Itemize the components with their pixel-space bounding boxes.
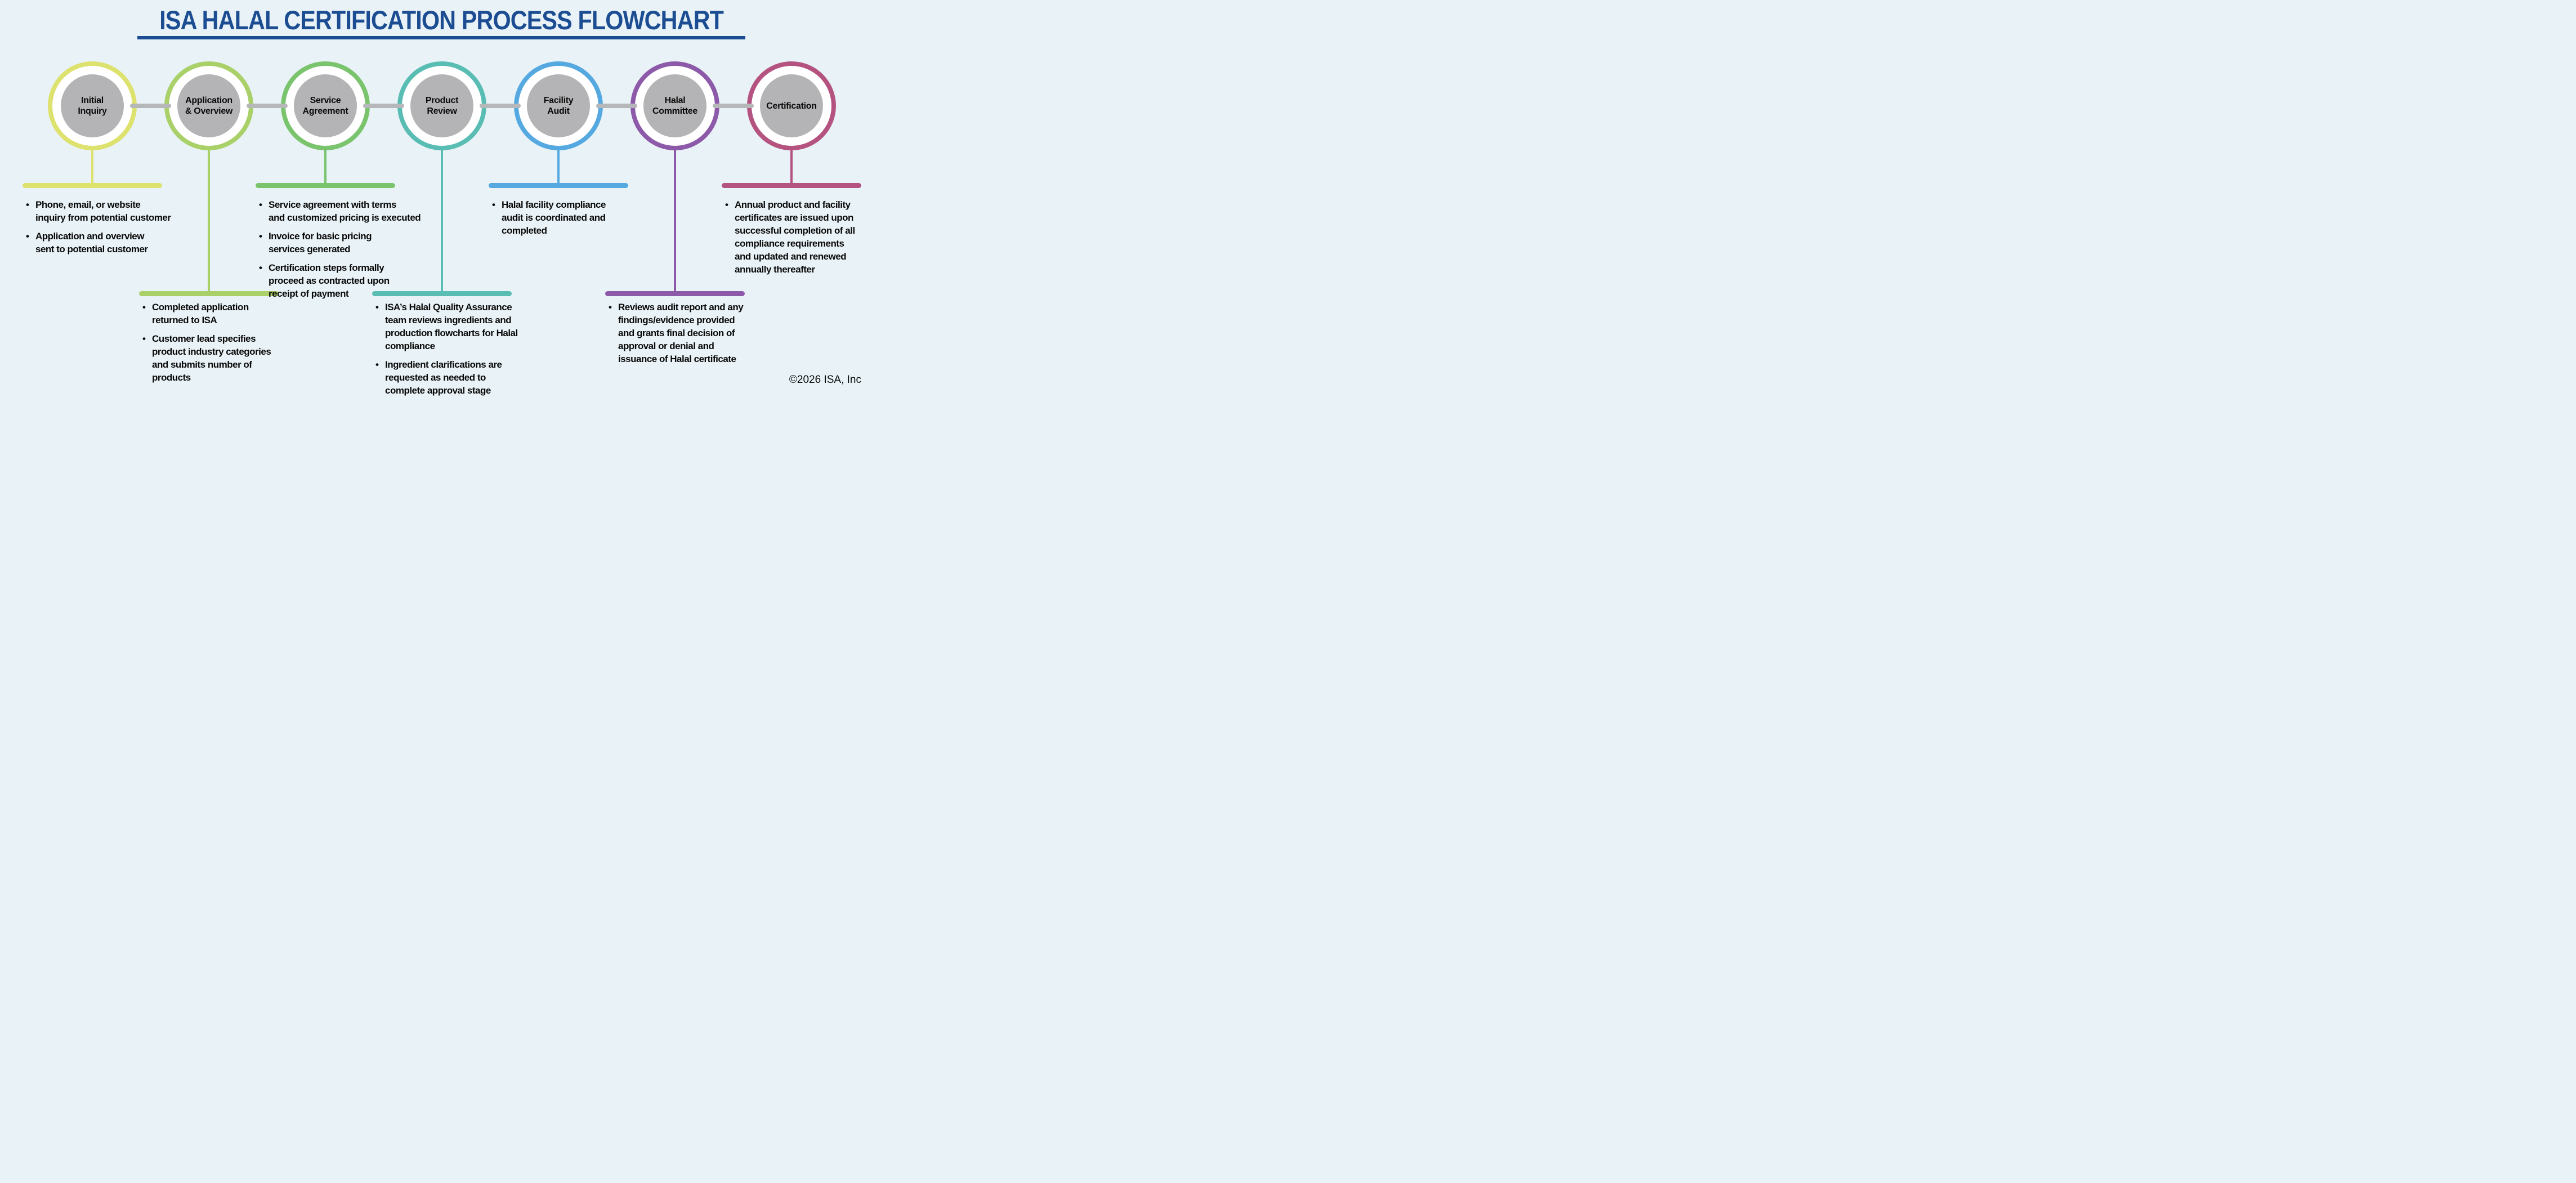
stem-line [91,141,93,186]
bullet-marker: • [142,302,146,313]
bullet-marker: • [492,199,495,210]
bullet-item: • Service agreement with terms and custom… [259,198,445,224]
stem-line [557,141,560,186]
stage-label: Application & Overview [185,96,233,116]
bullet-marker: • [26,231,29,242]
bullet-marker: • [259,262,262,273]
page-title-text: ISA HALAL CERTIFICATION PROCESS FLOWCHAR… [159,5,724,35]
text-block: • Service agreement with terms and custom… [259,198,445,306]
block-bar [139,291,279,296]
bullet-marker: • [259,199,262,210]
bullet-marker: • [609,302,612,313]
stage-ring: Service Agreement [281,61,370,150]
block-bar [23,183,162,188]
stem-line [674,141,676,294]
bullet-item: • Ingredient clarifications are requested… [375,358,561,397]
stage-circle: Initial Inquiry [61,74,124,137]
bullet-text: Halal facility compliance audit is coord… [502,199,606,236]
stem-line [441,141,443,294]
stage-label: Facility Audit [543,96,574,116]
stem-line [324,141,327,186]
stage-label: Initial Inquiry [78,96,107,116]
bullet-item: • Completed application returned to ISA [142,301,328,327]
bullet-item: • Annual product and facility certificate… [725,198,880,276]
text-block: • Reviews audit report and any findings/e… [609,301,794,371]
bullet-text: Application and overview sent to potenti… [35,231,148,255]
bullet-text: Service agreement with terms and customi… [269,199,421,223]
bullet-item: • ISA’s Halal Quality Assurance team revi… [375,301,561,352]
connector-line [247,104,288,108]
flowchart: Initial Inquiry • Phone, email, or websit… [0,0,883,405]
stage-circle: Facility Audit [527,74,590,137]
block-bar [372,291,512,296]
bullet-marker: • [725,199,728,210]
stage-ring: Product Review [397,61,486,150]
connector-line [480,104,521,108]
stage-circle: Certification [760,74,823,137]
bullet-item: • Certification steps formally proceed as… [259,261,445,300]
stem-line [208,141,210,294]
block-bar [489,183,628,188]
flowchart-canvas: ISA HALAL CERTIFICATION PROCESS FLOWCHAR… [0,0,883,405]
stem-line [790,141,793,186]
bullet-marker: • [142,333,146,344]
text-block: • ISA’s Halal Quality Assurance team revi… [375,301,561,403]
bullet-item: • Phone, email, or website inquiry from p… [26,198,212,224]
connector-line [363,104,404,108]
block-bar [722,183,861,188]
bullet-item: • Reviews audit report and any findings/e… [609,301,794,365]
stage-ring: Initial Inquiry [48,61,137,150]
stage-circle: Service Agreement [294,74,357,137]
block-bar [605,291,745,296]
copyright: ©2026 ISA, Inc [789,374,861,386]
text-block: • Completed application returned to ISA • C… [142,301,328,390]
stage-circle: Halal Committee [643,74,706,137]
bullet-text: Ingredient clarifications are requested … [385,359,502,396]
stage-ring: Certification [747,61,836,150]
bullet-marker: • [259,231,262,242]
bullet-marker: • [26,199,29,210]
title-underline [137,36,745,39]
stage-label: Certification [766,101,817,111]
bullet-text: Certification steps formally proceed as … [269,262,390,299]
stage-label: Product Review [425,96,459,116]
bullet-text: Phone, email, or website inquiry from po… [35,199,171,223]
bullet-text: Reviews audit report and any findings/ev… [618,302,744,364]
block-bar [256,183,395,188]
stage-ring: Halal Committee [630,61,719,150]
bullet-marker: • [375,302,379,313]
page-title: ISA HALAL CERTIFICATION PROCESS FLOWCHAR… [0,5,883,35]
bullet-text: Invoice for basic pricing services gener… [269,231,372,255]
connector-line [596,104,637,108]
text-block: • Halal facility compliance audit is coor… [492,198,678,243]
stage-circle: Application & Overview [177,74,240,137]
bullet-item: • Customer lead specifies product industr… [142,332,328,384]
stage-circle: Product Review [410,74,473,137]
bullet-item: • Application and overview sent to potent… [26,230,212,256]
connector-line [713,104,754,108]
bullet-marker: • [375,359,379,370]
stage-label: Halal Committee [652,96,697,116]
bullet-text: Annual product and facility certificates… [735,199,855,275]
stage-ring: Application & Overview [164,61,253,150]
stage-ring: Facility Audit [514,61,603,150]
stage-label: Service Agreement [302,96,348,116]
bullet-text: Completed application returned to ISA [152,302,249,325]
text-block: • Phone, email, or website inquiry from p… [26,198,212,261]
bullet-text: ISA’s Halal Quality Assurance team revie… [385,302,518,351]
connector-line [130,104,171,108]
bullet-item: • Halal facility compliance audit is coor… [492,198,678,237]
bullet-text: Customer lead specifies product industry… [152,333,271,383]
bullet-item: • Invoice for basic pricing services gene… [259,230,445,256]
text-block: • Annual product and facility certificate… [725,198,880,282]
